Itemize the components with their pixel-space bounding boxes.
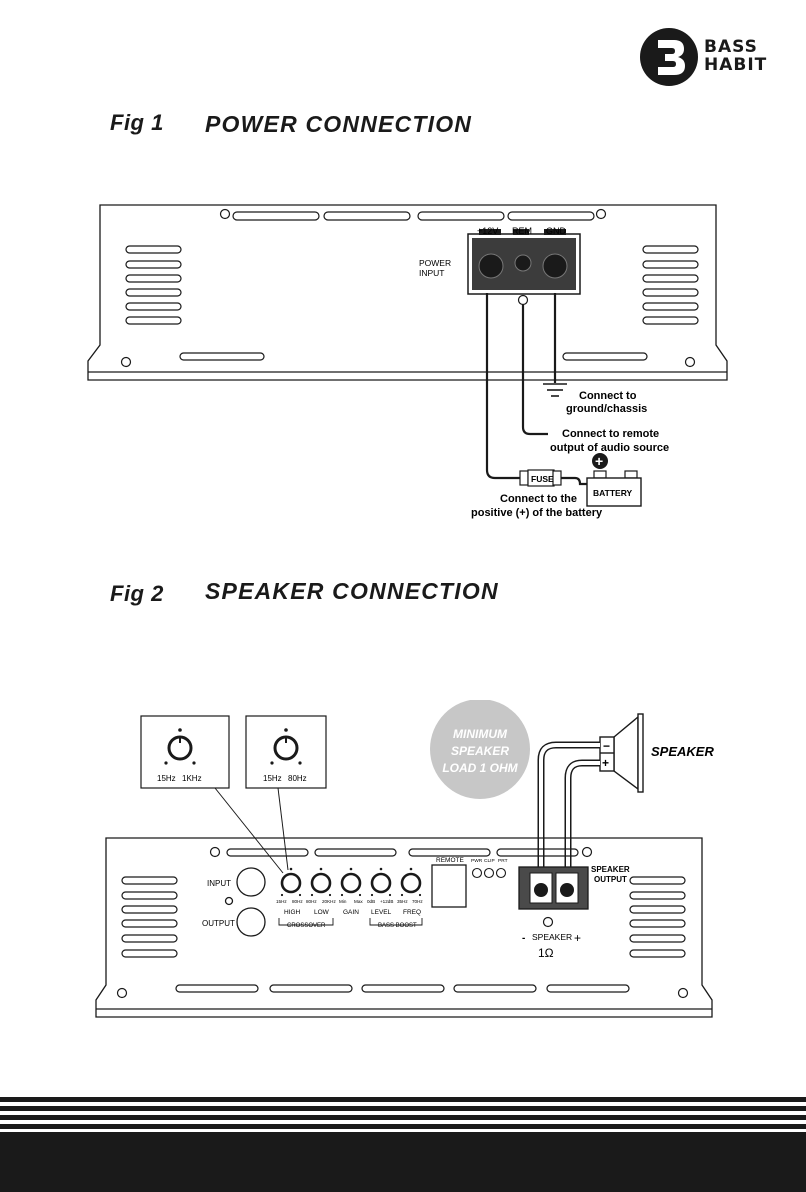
battery-note-2: positive (+) of the battery bbox=[471, 507, 603, 519]
logo-mark-icon: B bbox=[640, 28, 698, 86]
power-input-label-1: POWER bbox=[419, 258, 451, 268]
knob1-scale-max: 80Hz bbox=[292, 899, 303, 904]
knob2-scale-max: 20KHz bbox=[322, 899, 336, 904]
knob5-scale-min: 35Hz bbox=[397, 899, 408, 904]
term-plus: + bbox=[574, 931, 581, 945]
badge-line1: MINIMUM bbox=[453, 727, 508, 741]
minimum-load-badge bbox=[430, 700, 530, 799]
badge-line2: SPEAKER bbox=[451, 744, 509, 758]
amplifier-body-fig2 bbox=[95, 837, 713, 1018]
battery-label: BATTERY bbox=[593, 488, 633, 498]
knob3-scale-max: Max bbox=[354, 899, 363, 904]
led-pwr: PWR bbox=[471, 858, 483, 864]
terminal-label-12v: +12V bbox=[477, 226, 498, 236]
power-connection-diagram: +12V REM GND POWER INPUT Connect to grou… bbox=[87, 204, 728, 519]
speaker-output-2: OUTPUT bbox=[594, 875, 627, 884]
speaker-terminal-block bbox=[518, 866, 589, 928]
callout1-right: 1KHz bbox=[182, 774, 202, 783]
ground-note-2: ground/chassis bbox=[566, 403, 647, 415]
battery-icon bbox=[586, 453, 642, 507]
group-crossover: CROSSOVER bbox=[287, 923, 326, 929]
amplifier-body-fig1 bbox=[87, 204, 728, 381]
remote-control-box bbox=[431, 864, 467, 908]
knob4-scale-max: +12dB bbox=[380, 899, 393, 904]
knob-callout-2 bbox=[245, 715, 327, 789]
battery-plus-sign: + bbox=[595, 453, 603, 469]
knob3-scale-min: Min bbox=[339, 899, 347, 904]
battery-note-1: Connect to the bbox=[500, 493, 577, 505]
led-prt: PRT bbox=[498, 858, 508, 864]
brand-logo: B BASS HABIT bbox=[638, 26, 788, 88]
knob4-scale-min: 0dB bbox=[367, 899, 375, 904]
knob-name-low: LOW bbox=[314, 909, 330, 916]
fig2-title: SPEAKER CONNECTION bbox=[205, 578, 499, 604]
fig1-title: POWER CONNECTION bbox=[205, 111, 473, 137]
speaker-label: SPEAKER bbox=[651, 744, 714, 759]
terminal-label-rem: REM bbox=[512, 226, 532, 236]
control-knobs bbox=[280, 872, 422, 894]
remote-note-2: output of audio source bbox=[550, 442, 669, 454]
remote-label: REMOTE bbox=[436, 857, 464, 864]
badge-line3: LOAD 1 OHM bbox=[442, 761, 518, 775]
logo-line1: BASS bbox=[704, 37, 758, 57]
knob1-scale-min: 15Hz bbox=[276, 899, 287, 904]
speaker-output-1: SPEAKER bbox=[591, 865, 630, 874]
speaker-terminal-label: SPEAKER bbox=[532, 932, 572, 942]
logo-line2: HABIT bbox=[704, 55, 768, 75]
knob-name-high: HIGH bbox=[284, 909, 301, 916]
input-label: INPUT bbox=[207, 879, 231, 888]
callout1-left: 15Hz bbox=[157, 774, 176, 783]
speaker-minus: − bbox=[603, 739, 610, 753]
fig1-label: Fig 1 bbox=[110, 110, 164, 135]
power-input-label-2: INPUT bbox=[419, 268, 445, 278]
fuse-label: FUSE bbox=[531, 474, 554, 484]
speaker-connection-diagram: 15Hz 1KHz 15Hz 80Hz MINIMUM SPEAKER LOAD… bbox=[95, 700, 714, 1018]
speaker-icon bbox=[599, 713, 644, 793]
fuse-icon bbox=[519, 469, 562, 487]
group-bassboost: BASS BOOST bbox=[378, 923, 417, 929]
led-clip: CLIP bbox=[484, 858, 495, 864]
ground-icon bbox=[543, 383, 567, 397]
output-label: OUTPUT bbox=[202, 919, 235, 928]
term-minus: - bbox=[522, 933, 525, 944]
callout2-left: 15Hz bbox=[263, 774, 282, 783]
knob-callout-1 bbox=[140, 715, 230, 789]
knob-name-level: LEVEL bbox=[371, 909, 392, 916]
power-terminal-block bbox=[467, 229, 581, 306]
callout2-right: 80Hz bbox=[288, 774, 307, 783]
knob-name-gain: GAIN bbox=[343, 909, 359, 916]
fig2-label: Fig 2 bbox=[110, 581, 164, 606]
knob-name-freq: FREQ bbox=[403, 909, 421, 916]
ground-note-1: Connect to bbox=[579, 390, 637, 402]
knob5-scale-max: 70Hz bbox=[412, 899, 423, 904]
decorative-stripes bbox=[0, 1097, 806, 1192]
remote-note-1: Connect to remote bbox=[562, 428, 659, 440]
knob2-scale-min: 80Hz bbox=[306, 899, 317, 904]
speaker-plus: + bbox=[602, 756, 609, 770]
terminal-label-gnd: GND bbox=[546, 226, 567, 236]
impedance-label: 1Ω bbox=[538, 946, 554, 960]
